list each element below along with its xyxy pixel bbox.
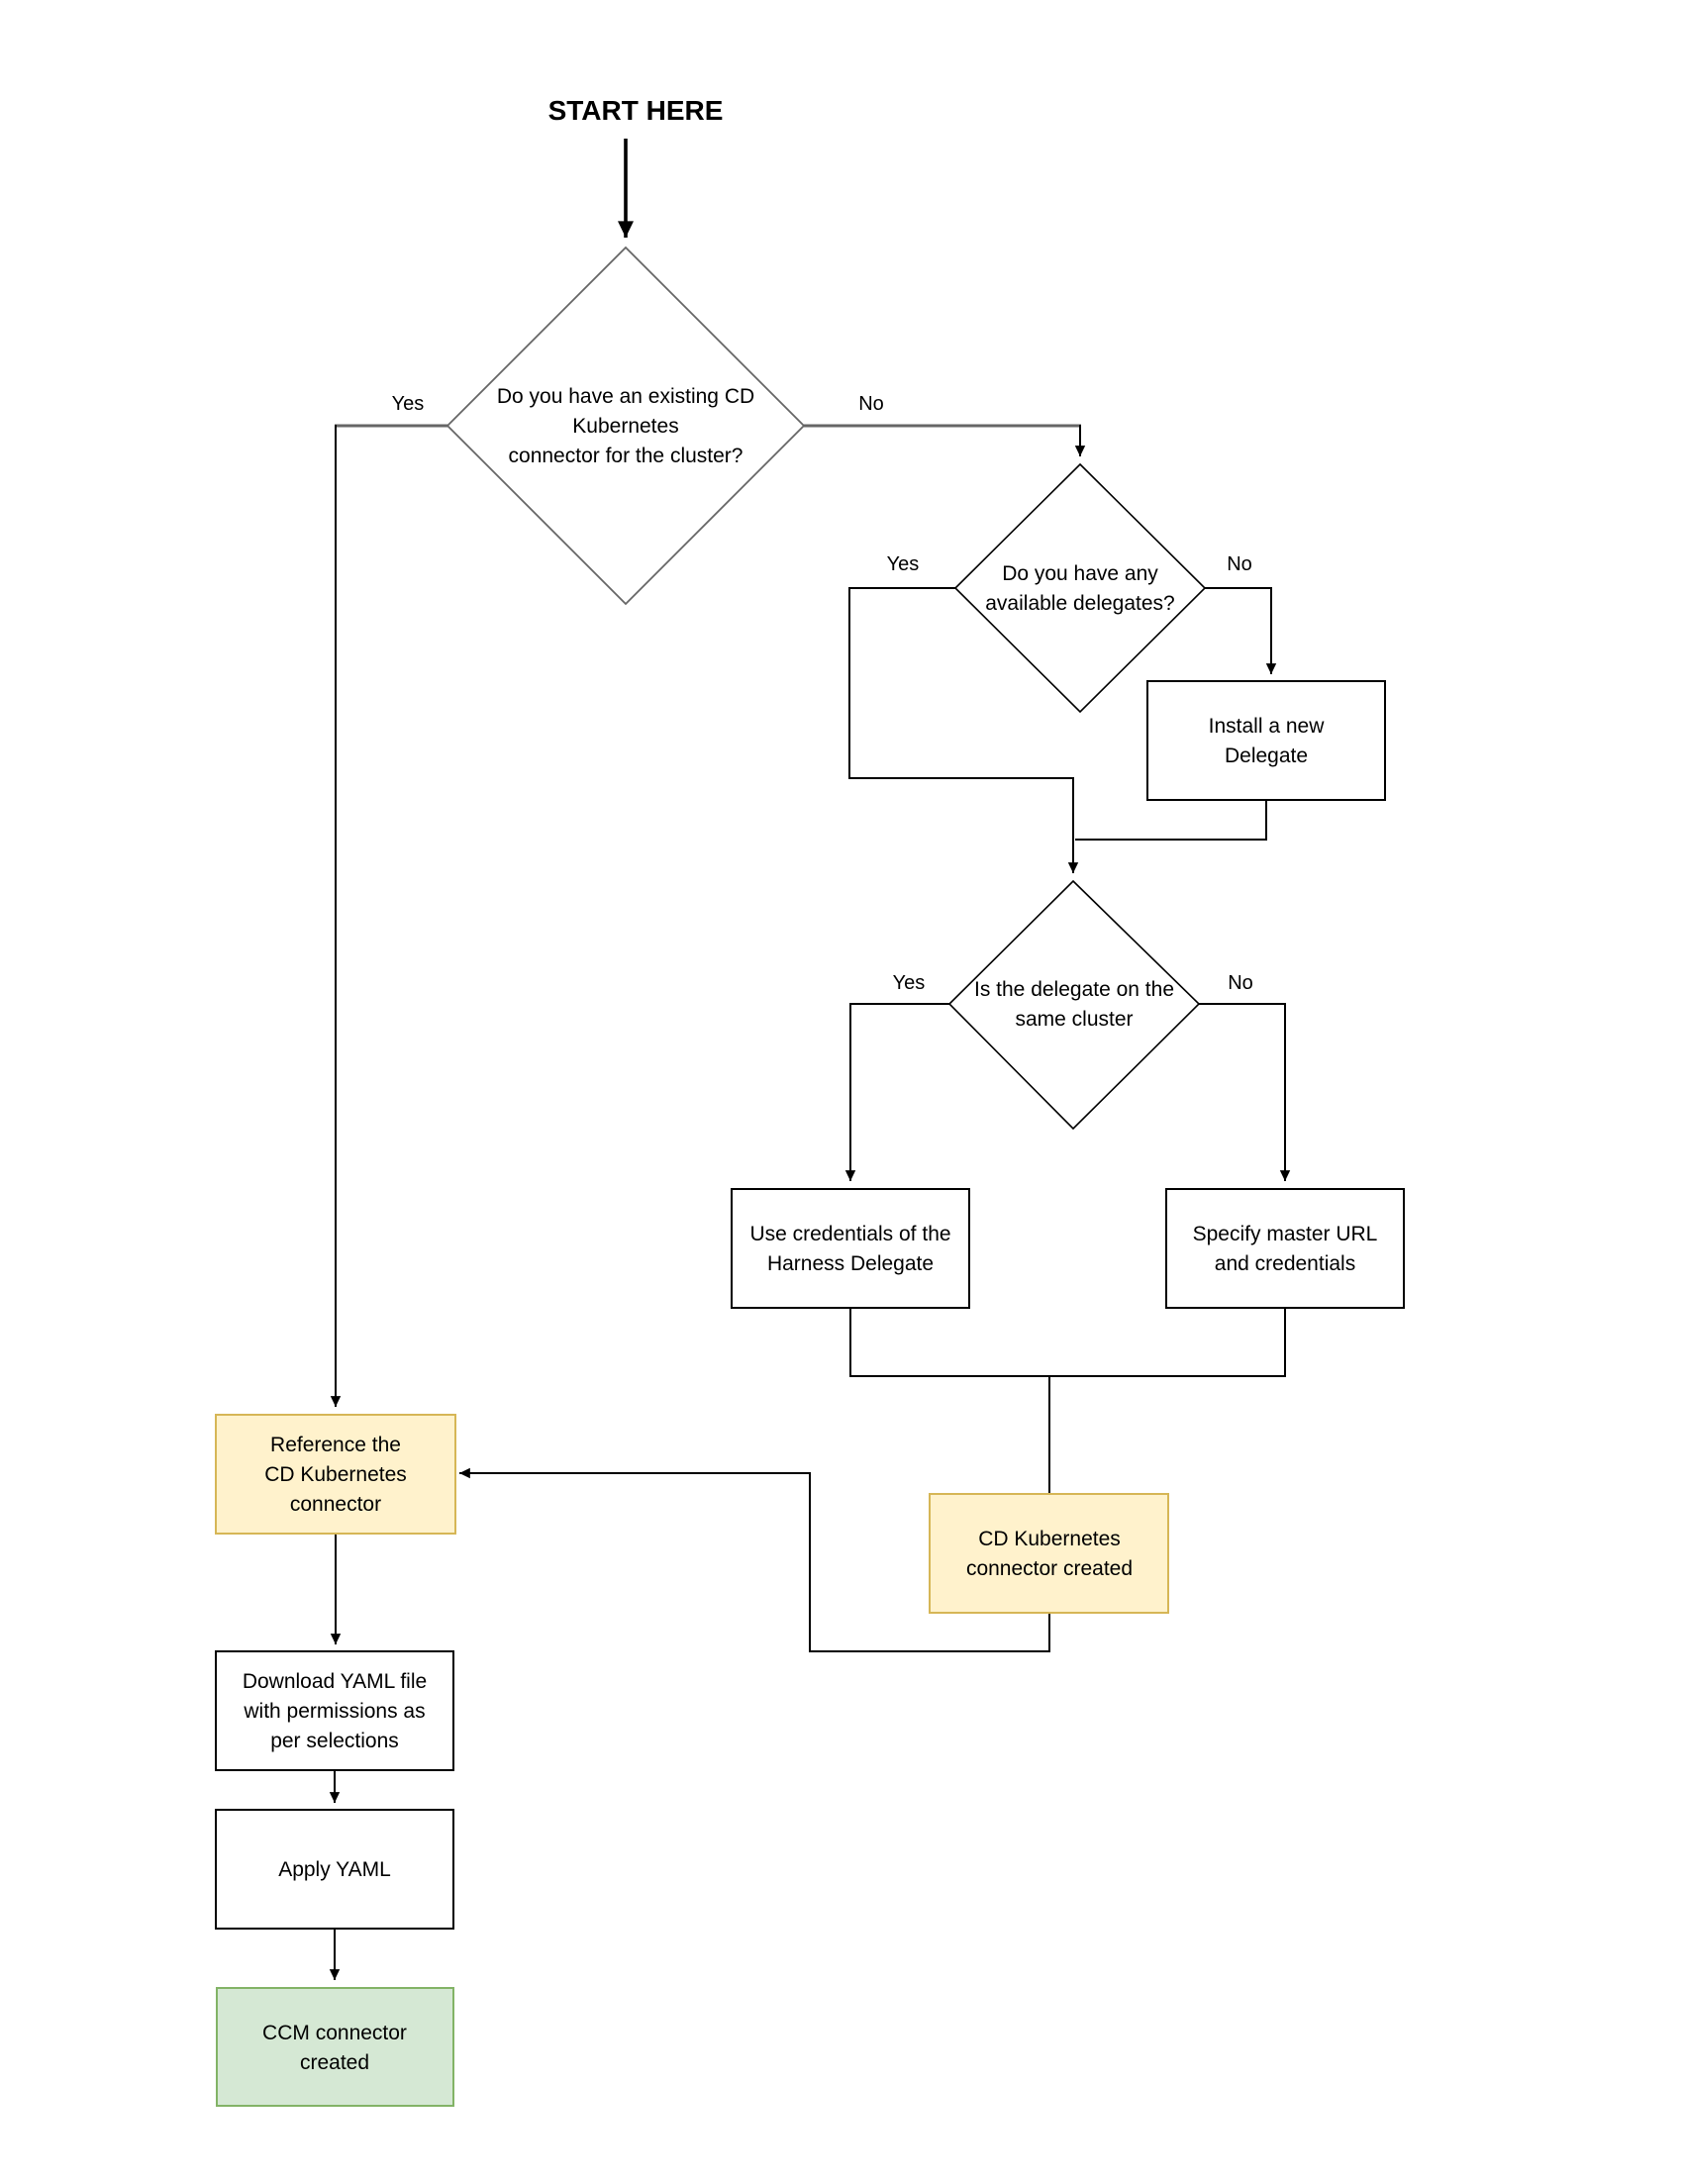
edge-d2-no-to-install-delegate (1205, 587, 1277, 674)
cd-connector-created-label: connector created (966, 1557, 1133, 1580)
install-delegate-label: Install a new (1209, 715, 1326, 738)
download-yaml-label: per selections (270, 1730, 399, 1752)
decision-existing-connector-label: connector for the cluster? (509, 445, 743, 467)
label-d1-yes: Yes (392, 393, 425, 415)
decision-existing-connector-label: Do you have an existing CD (497, 385, 754, 408)
use-credentials-label: Use credentials of the (749, 1223, 950, 1245)
label-d1-no: No (858, 393, 884, 415)
edge-install-delegate-out (1075, 800, 1267, 841)
edge-cd-created-to-reference (459, 1467, 1050, 1652)
decision-same-cluster-label: same cluster (1015, 1008, 1133, 1031)
edge-d3-yes-to-use-credentials (844, 1003, 949, 1181)
start-here-title: START HERE (548, 95, 724, 126)
decision-existing-connector-label: Kubernetes (572, 415, 678, 438)
cd-connector-created-box (929, 1493, 1169, 1614)
label-d2-yes: Yes (887, 553, 920, 575)
reference-connector-box (215, 1414, 456, 1535)
install-delegate-label: Delegate (1225, 745, 1308, 767)
edge-credentials-merge (849, 1308, 1286, 1377)
decision-available-delegates-label: available delegates? (985, 592, 1174, 615)
download-yaml-label: with permissions as (243, 1700, 425, 1723)
ccm-connector-created-box (216, 1987, 454, 2107)
reference-connector-label: connector (290, 1493, 381, 1516)
apply-yaml-box (215, 1809, 454, 1930)
specify-master-url-label: Specify master URL (1193, 1223, 1378, 1245)
decision-available-delegates-label: Do you have any (1002, 562, 1158, 585)
decision-existing-connector-shape (446, 246, 806, 606)
reference-connector-label: Reference the (270, 1434, 401, 1456)
decision-available-delegates-shape (953, 462, 1207, 714)
reference-connector-label: CD Kubernetes (264, 1463, 407, 1486)
edge-d3-no-to-specify-master-url (1199, 1003, 1291, 1181)
download-yaml-box (215, 1650, 454, 1771)
edge-d2-yes-to-decision-same-cluster (848, 587, 1079, 873)
decision-same-cluster-label: Is the delegate on the (974, 978, 1174, 1001)
apply-yaml-label: Apply YAML (278, 1858, 391, 1881)
decision-same-cluster-shape (947, 879, 1201, 1131)
ccm-connector-created-label: created (300, 2051, 369, 2074)
label-d2-no: No (1227, 553, 1252, 575)
label-d3-no: No (1228, 972, 1253, 994)
specify-master-url-label: and credentials (1215, 1252, 1355, 1275)
use-credentials-label: Harness Delegate (767, 1252, 934, 1275)
use-credentials-box (731, 1188, 970, 1309)
ccm-connector-created-label: CCM connector (262, 2022, 407, 2044)
download-yaml-label: Download YAML file (243, 1670, 427, 1693)
label-d3-yes: Yes (893, 972, 926, 994)
specify-master-url-box (1165, 1188, 1405, 1309)
install-delegate-box (1146, 680, 1386, 801)
cd-connector-created-label: CD Kubernetes (978, 1528, 1121, 1550)
